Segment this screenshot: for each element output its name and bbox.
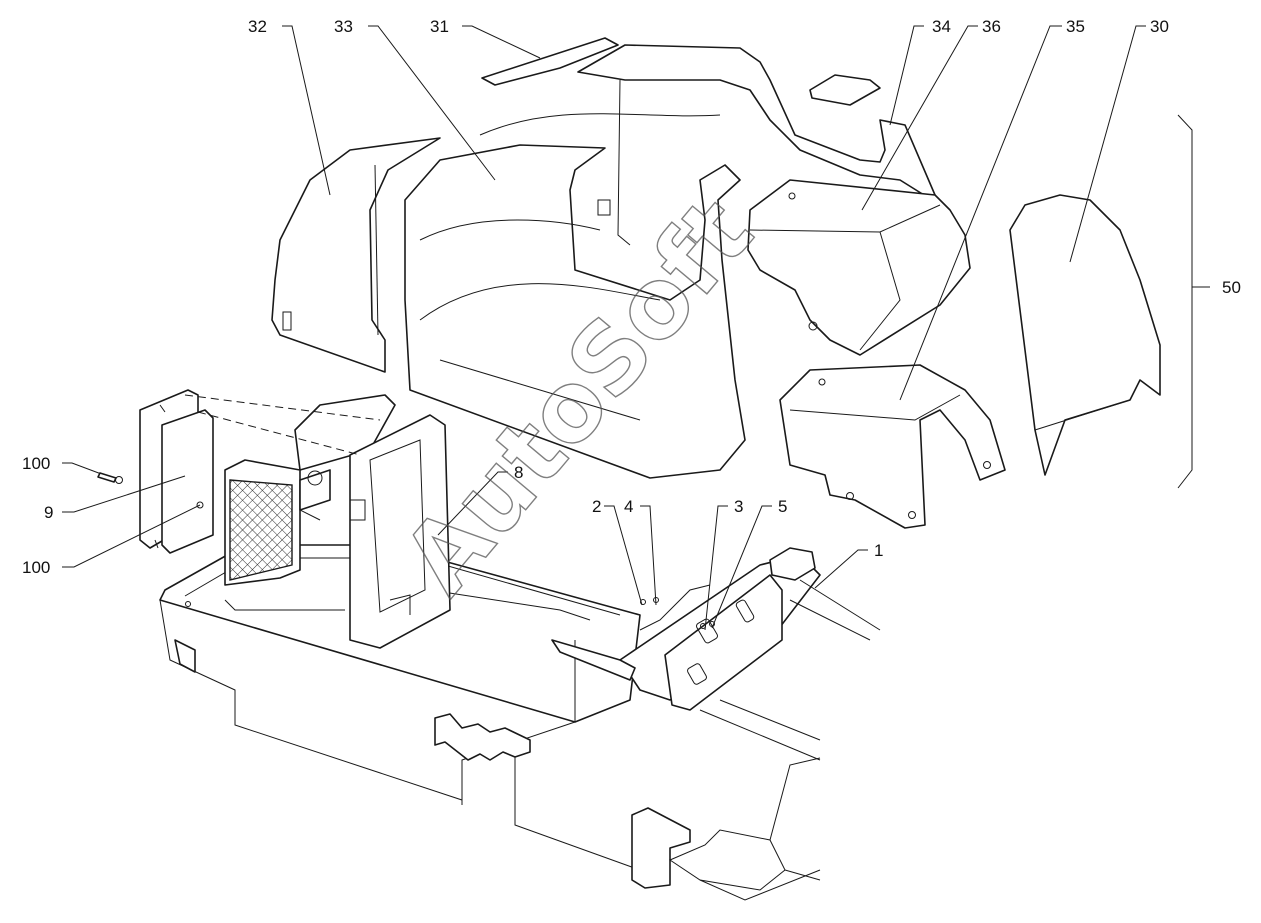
callout-100-screw: 100	[22, 454, 50, 473]
callout-30: 30	[1150, 17, 1169, 36]
callout-36: 36	[982, 17, 1001, 36]
callout-100-lower: 100	[22, 558, 50, 577]
callout-1: 1	[874, 541, 883, 560]
callout-labels: 32 33 31 34 36 35 30 50 100 9 100 8 2 4 …	[22, 17, 1241, 577]
hood-main-33	[404, 144, 746, 479]
callout-33: 33	[334, 17, 353, 36]
callout-31: 31	[430, 17, 449, 36]
radiator-assembly	[224, 394, 396, 586]
callout-8: 8	[514, 463, 523, 482]
frame-rail-assembly	[551, 547, 881, 761]
callout-3: 3	[734, 497, 743, 516]
rear-hood-36	[747, 179, 971, 356]
hood-upper-arch	[479, 44, 941, 246]
callout-34: 34	[932, 17, 951, 36]
callout-50: 50	[1222, 278, 1241, 297]
side-cover-panel	[139, 389, 214, 554]
callout-32: 32	[248, 17, 267, 36]
callout-9: 9	[44, 503, 53, 522]
callout-4: 4	[624, 497, 633, 516]
firewall-panel	[349, 414, 451, 649]
callout-5: 5	[778, 497, 787, 516]
saddle-piece-35	[779, 364, 1006, 529]
side-panel-30	[1009, 194, 1161, 476]
group-bracket	[1177, 114, 1210, 489]
leader-lines	[62, 25, 1146, 631]
top-tab-34	[809, 74, 881, 106]
fasteners	[97, 472, 715, 629]
alignment-lines	[184, 394, 381, 456]
floor-bracket	[434, 713, 821, 901]
callout-35: 35	[1066, 17, 1085, 36]
callout-2: 2	[592, 497, 601, 516]
top-panel-31	[481, 37, 619, 86]
hood-front-left-32	[271, 137, 441, 373]
